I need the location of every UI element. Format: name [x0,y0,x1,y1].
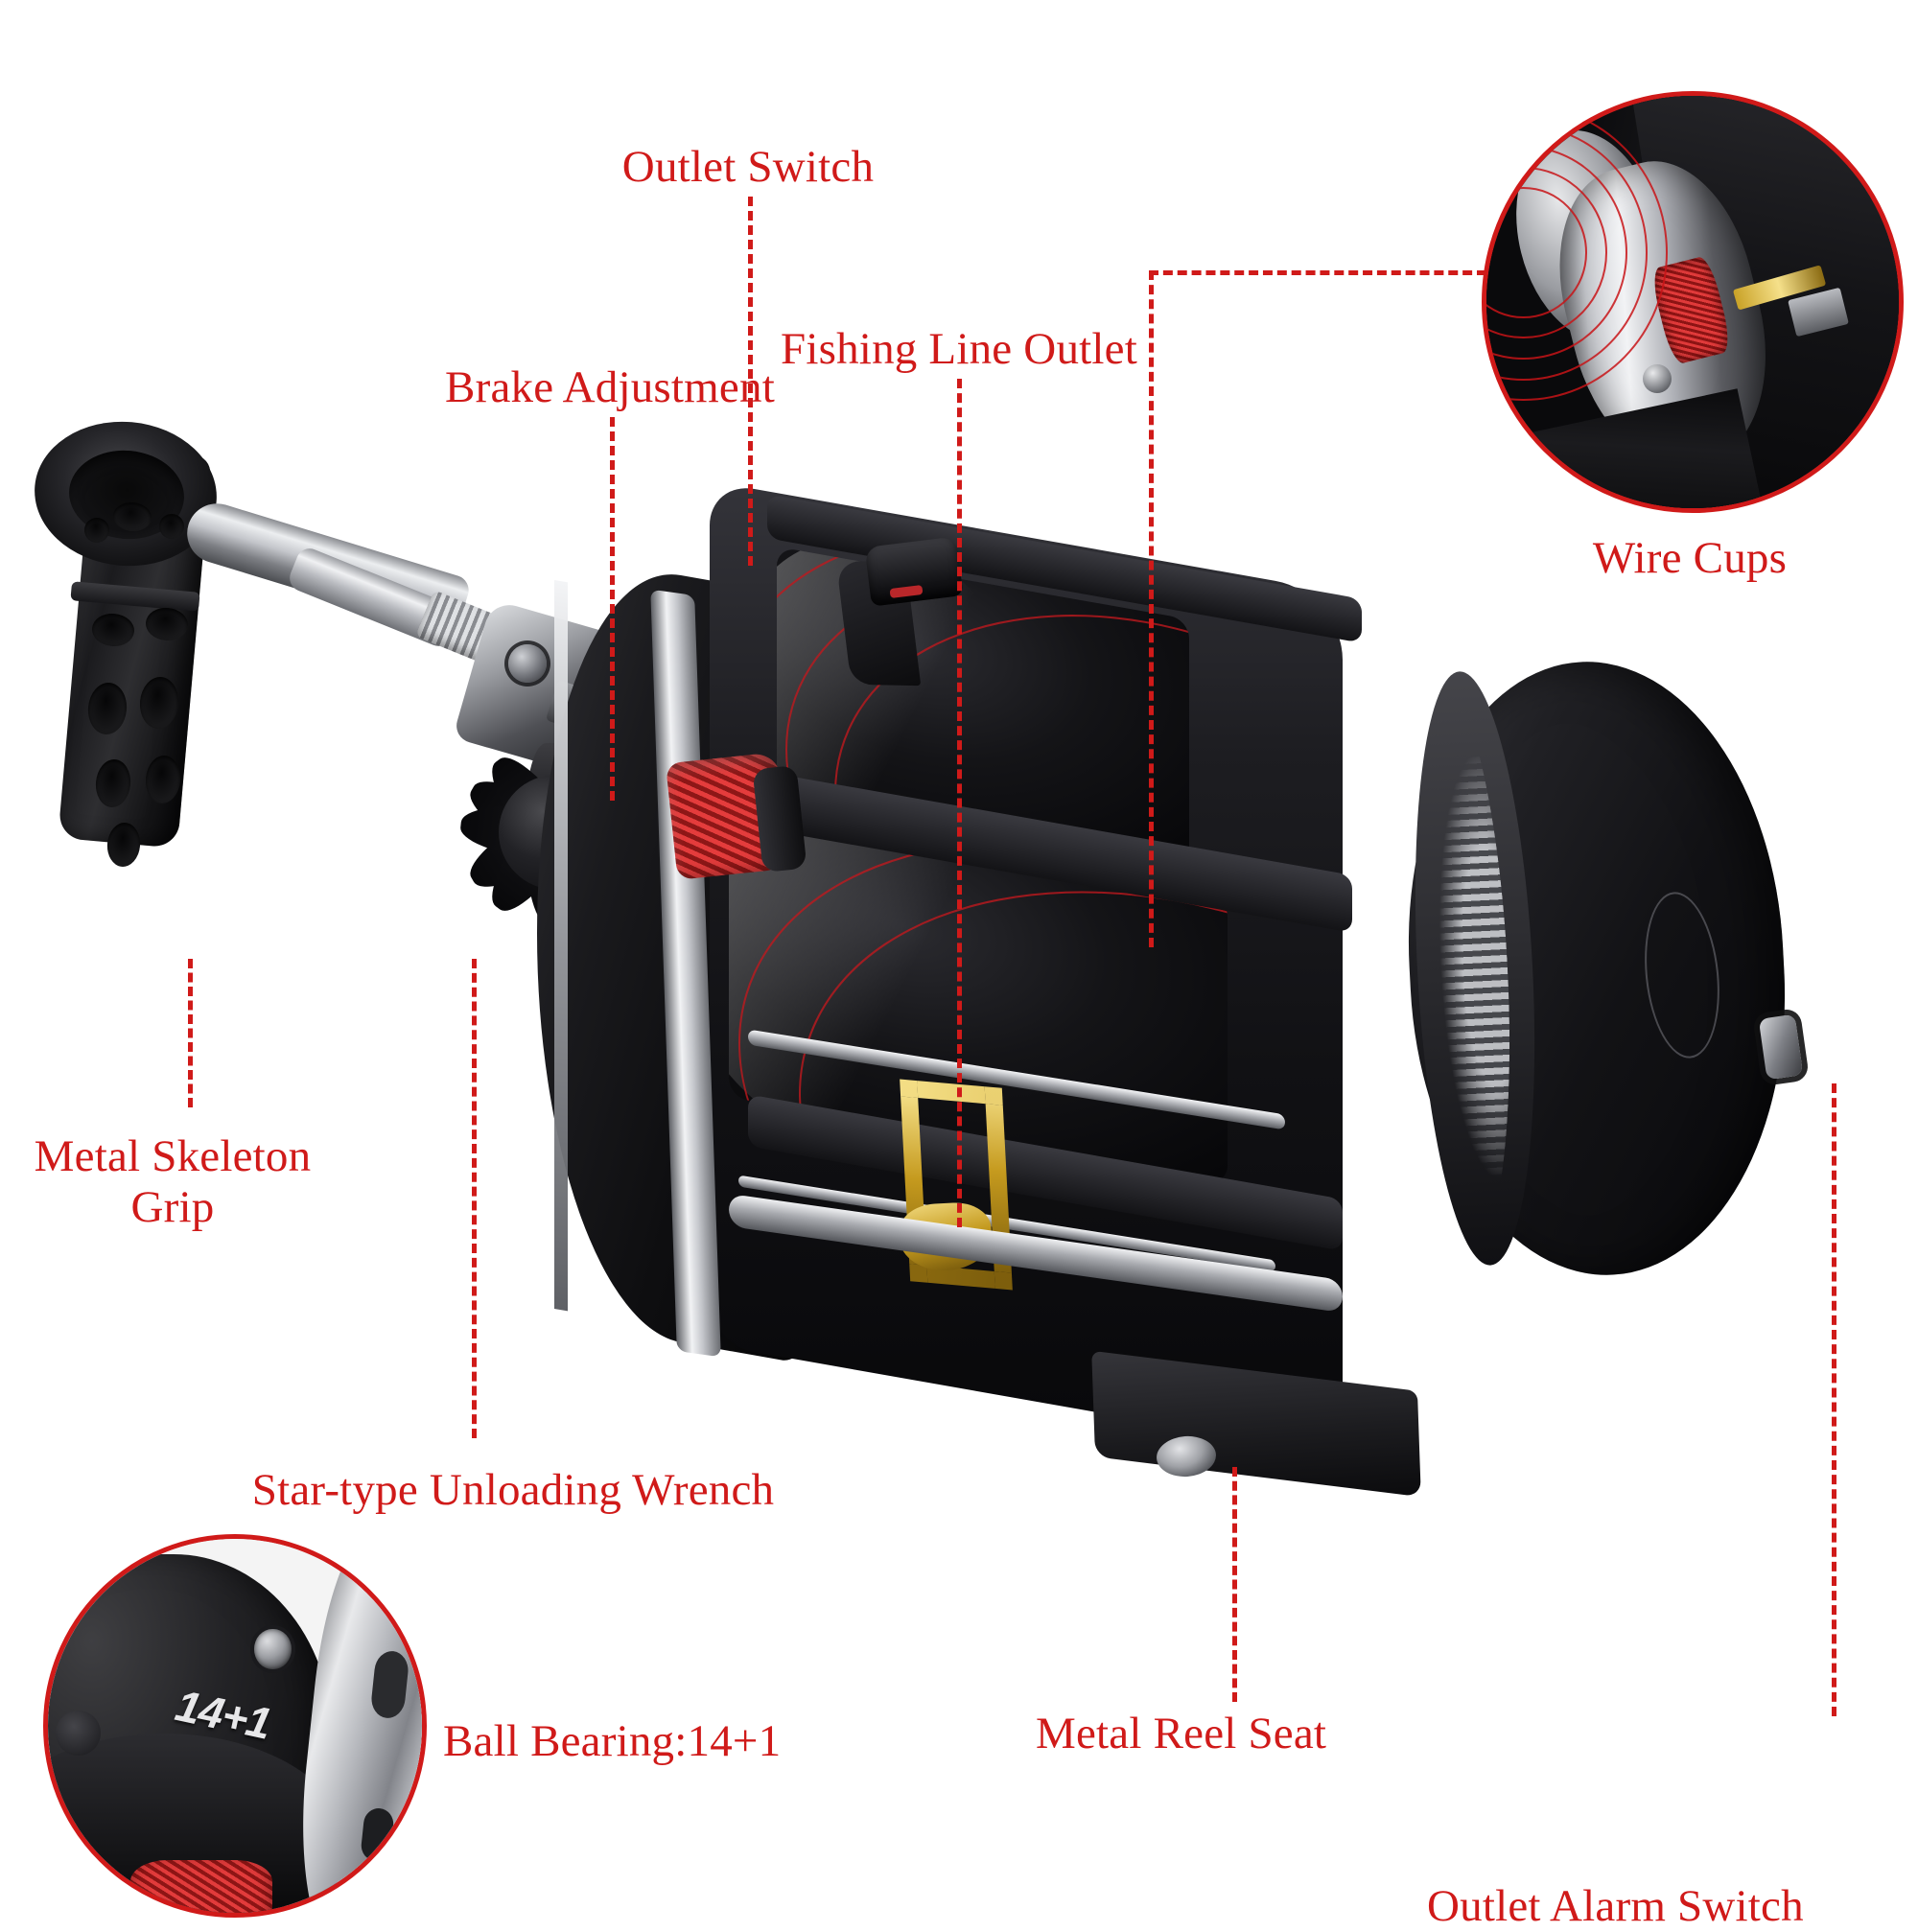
outlet-switch-control[interactable] [864,536,964,607]
callout-label-outlet-switch: Outlet Switch [621,142,875,192]
leader-line-star-drag [472,959,477,1438]
callout-label-metal-skeleton-grip: Metal Skeleton Grip [34,1131,312,1232]
leader-line-metal-reel-seat [1232,1467,1237,1702]
wire-coil-arcs [1486,104,1669,402]
callout-label-ball-bearing: Ball Bearing:14+1 [443,1716,782,1766]
wire-cups-inset-photo [1482,91,1904,513]
callout-label-star-type-unloading-wrench: Star-type Unloading Wrench [251,1465,775,1515]
callout-label-metal-reel-seat: Metal Reel Seat [1036,1709,1327,1758]
leader-line-wire-cups [1149,270,1154,947]
leader-line-wire-cups-horizontal [1149,270,1486,275]
leader-line-brake-adjustment [610,417,615,801]
right-side-plate-branding [1630,1069,1832,1300]
callout-label-brake-adjustment: Brake Adjustment [445,362,775,412]
callout-label-outlet-alarm-switch: Outlet Alarm Switch [1427,1881,1804,1931]
leader-line-outlet-alarm-switch [1832,1083,1836,1716]
shaft-stud [1643,363,1672,393]
ball-bearing-inset-photo: 14+1 [43,1534,427,1918]
leader-line-metal-skeleton-grip [188,959,193,1107]
callout-label-wire-cups: Wire Cups [1592,533,1788,583]
callout-label-fishing-line-outlet: Fishing Line Outlet [781,324,1137,374]
side-plate-screw [253,1628,292,1670]
leader-line-outlet-switch [748,197,753,566]
red-knurled-knob [129,1860,272,1913]
leader-line-fishing-line-outlet [957,379,962,1227]
handle-retaining-screw [508,644,547,683]
